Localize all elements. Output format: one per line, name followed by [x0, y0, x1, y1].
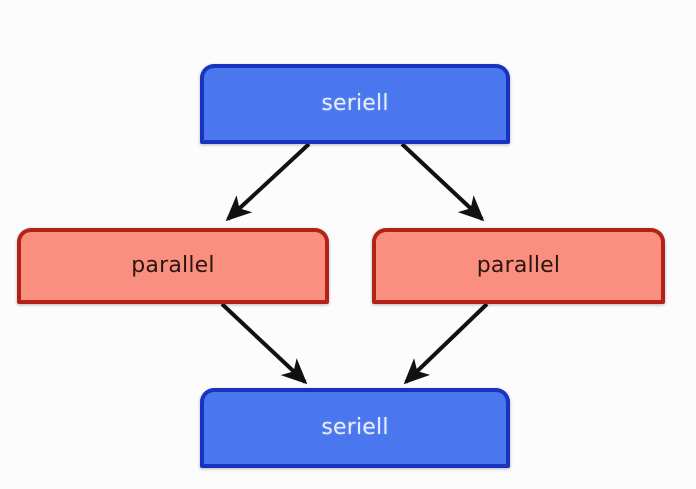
node-label: seriell: [321, 91, 389, 116]
node-label: parallel: [131, 253, 215, 278]
node-label: parallel: [476, 253, 561, 278]
node-parallel-left[interactable]: parallel: [17, 228, 329, 304]
node-seriell-top[interactable]: seriell: [200, 64, 510, 144]
node-label: seriell: [321, 415, 389, 440]
edge-parallel-right-to-bottom: [403, 302, 489, 385]
node-parallel-right[interactable]: parallel: [372, 228, 665, 304]
edge-parallel-left-to-bottom: [220, 302, 308, 385]
edge-top-to-parallel-left: [225, 142, 311, 222]
node-seriell-bottom[interactable]: seriell: [200, 388, 510, 468]
edge-top-to-parallel-right: [400, 142, 485, 222]
